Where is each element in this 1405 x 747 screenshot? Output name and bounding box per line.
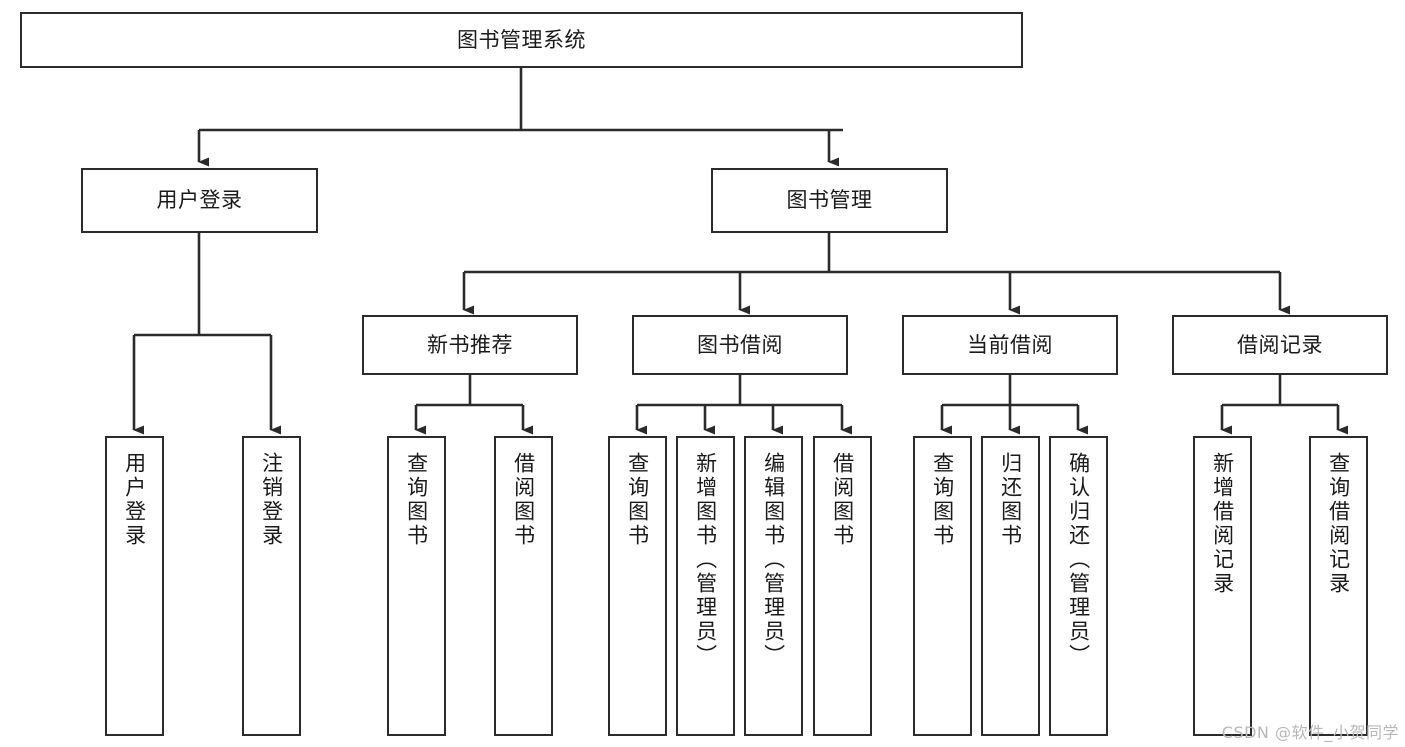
node-leaf-logout-login-label: 注销登录 <box>259 452 284 548</box>
node-leaf-borrow-book-2[interactable]: 借阅图书 <box>813 436 872 736</box>
node-leaf-query-book-3[interactable]: 查询图书 <box>913 436 972 736</box>
node-user-login-label: 用户登录 <box>156 188 243 213</box>
node-leaf-query-book-2[interactable]: 查询图书 <box>608 436 667 736</box>
node-book-borrow-label: 图书借阅 <box>697 332 783 357</box>
node-current-borrow-label: 当前借阅 <box>967 332 1053 357</box>
node-leaf-borrow-book-2-label: 借阅图书 <box>830 452 855 548</box>
node-leaf-borrow-book-1[interactable]: 借阅图书 <box>494 436 553 736</box>
node-leaf-query-book-1[interactable]: 查询图书 <box>387 436 446 736</box>
node-leaf-user-login-label: 用户登录 <box>122 452 147 548</box>
node-leaf-confirm-return-label: 确认归还（管理员） <box>1066 452 1091 668</box>
node-leaf-query-book-3-label: 查询图书 <box>930 452 955 548</box>
node-leaf-borrow-book-1-label: 借阅图书 <box>511 452 536 548</box>
node-leaf-query-record[interactable]: 查询借阅记录 <box>1309 436 1368 736</box>
node-new-book-recommend-label: 新书推荐 <box>427 332 513 357</box>
node-current-borrow[interactable]: 当前借阅 <box>902 315 1118 375</box>
node-leaf-confirm-return[interactable]: 确认归还（管理员） <box>1049 436 1108 736</box>
node-leaf-user-login[interactable]: 用户登录 <box>105 436 164 736</box>
node-leaf-edit-book[interactable]: 编辑图书（管理员） <box>744 436 803 736</box>
node-user-login[interactable]: 用户登录 <box>81 168 318 233</box>
node-borrow-record[interactable]: 借阅记录 <box>1172 315 1388 375</box>
node-borrow-record-label: 借阅记录 <box>1237 332 1323 357</box>
csdn-watermark: CSDN @软件_小贺同学 <box>1221 723 1399 742</box>
node-leaf-return-book-label: 归还图书 <box>998 452 1023 548</box>
node-leaf-add-record-label: 新增借阅记录 <box>1210 452 1235 596</box>
node-leaf-add-book-label: 新增图书（管理员） <box>693 452 718 668</box>
node-book-manage[interactable]: 图书管理 <box>711 168 948 233</box>
node-new-book-recommend[interactable]: 新书推荐 <box>362 315 578 375</box>
node-leaf-logout-login[interactable]: 注销登录 <box>242 436 301 736</box>
node-book-manage-label: 图书管理 <box>786 188 873 213</box>
node-leaf-query-book-1-label: 查询图书 <box>404 452 429 548</box>
node-book-borrow[interactable]: 图书借阅 <box>632 315 848 375</box>
node-leaf-query-record-label: 查询借阅记录 <box>1326 452 1351 596</box>
node-leaf-add-record[interactable]: 新增借阅记录 <box>1193 436 1252 736</box>
node-root-label: 图书管理系统 <box>457 27 586 52</box>
node-leaf-return-book[interactable]: 归还图书 <box>981 436 1040 736</box>
node-leaf-edit-book-label: 编辑图书（管理员） <box>761 452 786 668</box>
node-root[interactable]: 图书管理系统 <box>20 12 1023 68</box>
node-leaf-query-book-2-label: 查询图书 <box>625 452 650 548</box>
node-leaf-add-book[interactable]: 新增图书（管理员） <box>676 436 735 736</box>
